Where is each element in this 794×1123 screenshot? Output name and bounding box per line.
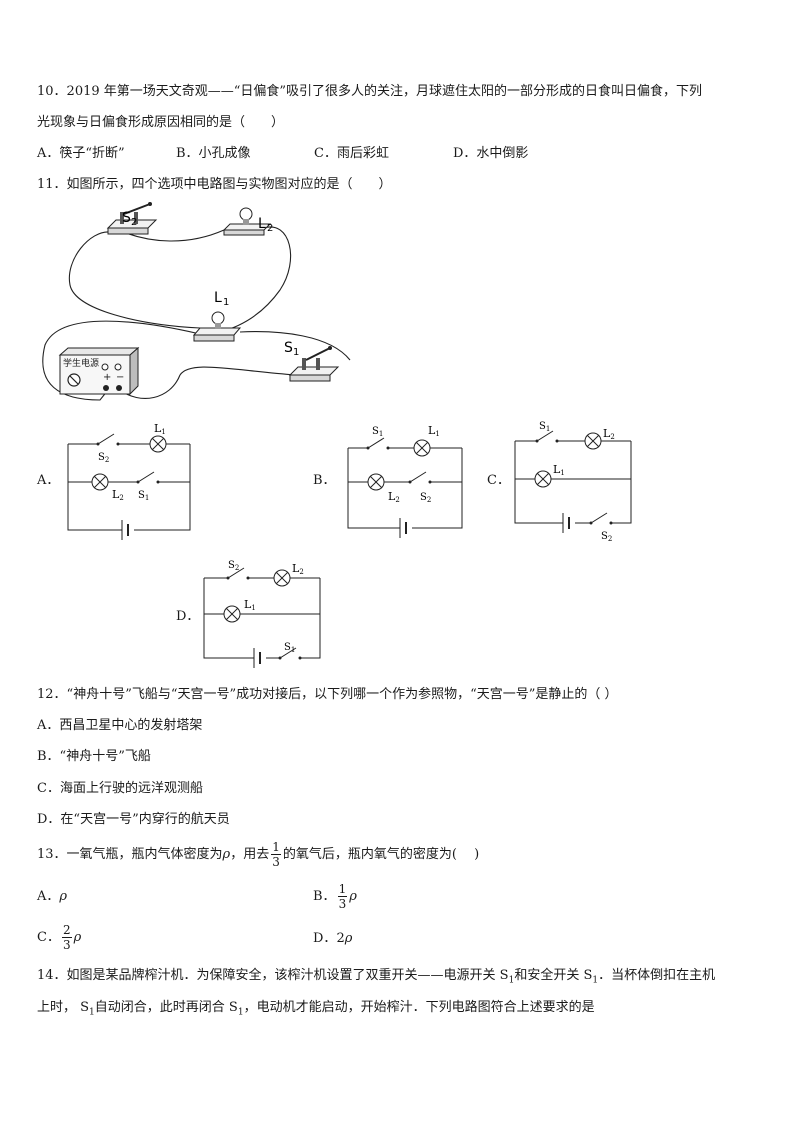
b-label-s1: S1 <box>372 426 383 438</box>
q12-stem: 12．“神舟十号”飞船与“天宫一号”成功对接后，以下列哪一个作为参照物，“天宫一… <box>37 687 618 702</box>
q13-stem-pre: 13．一氧气瓶，瓶内气体密度为 <box>37 847 223 862</box>
label-l2-sub: 2 <box>267 223 273 234</box>
q10-option-a: A．筷子“折断” <box>37 146 125 161</box>
a-label-l2: L2 <box>112 488 124 502</box>
q13-option-a: A．ρ <box>37 889 68 904</box>
label-l1-sub: 1 <box>223 297 229 308</box>
q12-option-d: D．在“天宫一号”内穿行的航天员 <box>37 812 230 827</box>
a-label-l1: L1 <box>154 422 166 436</box>
label-s1: S <box>284 340 293 356</box>
q13-stem-mid: ，用去 <box>230 847 270 862</box>
q11-option-a: A． <box>37 473 60 488</box>
power-supply-label: 学生电源 <box>63 357 99 369</box>
b-label-l2: L2 <box>388 490 400 504</box>
circuit-diagram-a: S2 L1 L2 S1 <box>67 422 191 540</box>
physical-circuit-figure: S 2 L 2 L 1 S 1 + − 学生电源 <box>42 202 351 401</box>
q10-option-c: C．雨后彩虹 <box>314 146 389 161</box>
label-s1-sub: 1 <box>293 347 299 358</box>
svg-text:+: + <box>103 372 111 383</box>
lamp-l2-device <box>222 207 272 236</box>
switch-s2-device <box>106 202 158 235</box>
q12-option-a: A．西昌卫星中心的发射塔架 <box>37 718 203 733</box>
a-label-s2: S2 <box>98 452 109 464</box>
q13-rho: ρ <box>222 847 231 862</box>
q13-option-d: D．2ρ <box>313 931 353 946</box>
label-l2: L <box>258 216 266 232</box>
circuit-diagram-c: S1 L2 L1 S2 <box>514 421 632 543</box>
q10-stem-line1: 10．2019 年第一场天文奇观——“日偏食”吸引了很多人的关注，月球遮住太阳的… <box>37 84 703 99</box>
q12-option-c: C．海面上行驶的远洋观测船 <box>37 781 203 796</box>
q10-option-b: B．小孔成像 <box>176 146 251 161</box>
c-label-s1: S1 <box>539 421 550 433</box>
q11-option-b: B． <box>313 473 336 488</box>
circuit-diagram-b: S1 L1 L2 S2 <box>347 424 463 538</box>
c-label-l1: L1 <box>553 463 565 477</box>
label-l1: L <box>214 290 222 306</box>
a-label-s1: S1 <box>138 490 149 502</box>
q11-stem: 11．如图所示，四个选项中电路图与实物图对应的是（ ） <box>37 177 392 192</box>
c-label-l2: L2 <box>603 427 615 441</box>
d-label-s1: S1 <box>284 642 295 654</box>
d-label-l1: L1 <box>244 598 256 612</box>
q14-stem-line1: 14．如图是某品牌榨汁机．为保障安全，该榨汁机设置了双重开关——电源开关 S1和… <box>37 968 716 986</box>
q14-stem-line2: 上时， S1自动闭合，此时再闭合 S1，电动机才能启动，开始榨汁．下列电路图符合… <box>37 1000 595 1018</box>
label-s2: S <box>122 210 131 226</box>
q11-option-c: C． <box>487 473 510 488</box>
lamp-l1-device <box>192 311 242 342</box>
switch-s1-device <box>288 346 340 382</box>
b-label-l1: L1 <box>428 424 440 438</box>
q12-option-b: B．“神舟十号”飞船 <box>37 749 151 764</box>
d-label-s2: S2 <box>228 560 239 572</box>
power-supply-device: + − <box>58 346 140 396</box>
q11-option-d: D． <box>176 609 200 624</box>
label-s2-sub: 2 <box>131 217 137 228</box>
d-label-l2: L2 <box>292 562 304 576</box>
q10-option-d: D．水中倒影 <box>453 146 529 161</box>
c-label-s2: S2 <box>601 531 612 543</box>
svg-text:−: − <box>116 372 124 383</box>
q10-stem-line2: 光现象与日偏食形成原因相同的是（ ） <box>37 115 285 130</box>
q13-stem-post: 的氧气后，瓶内氧气的密度为( ) <box>282 847 480 862</box>
circuit-diagram-d: S2 L2 L1 S1 <box>203 560 321 668</box>
b-label-s2: S2 <box>420 492 431 504</box>
